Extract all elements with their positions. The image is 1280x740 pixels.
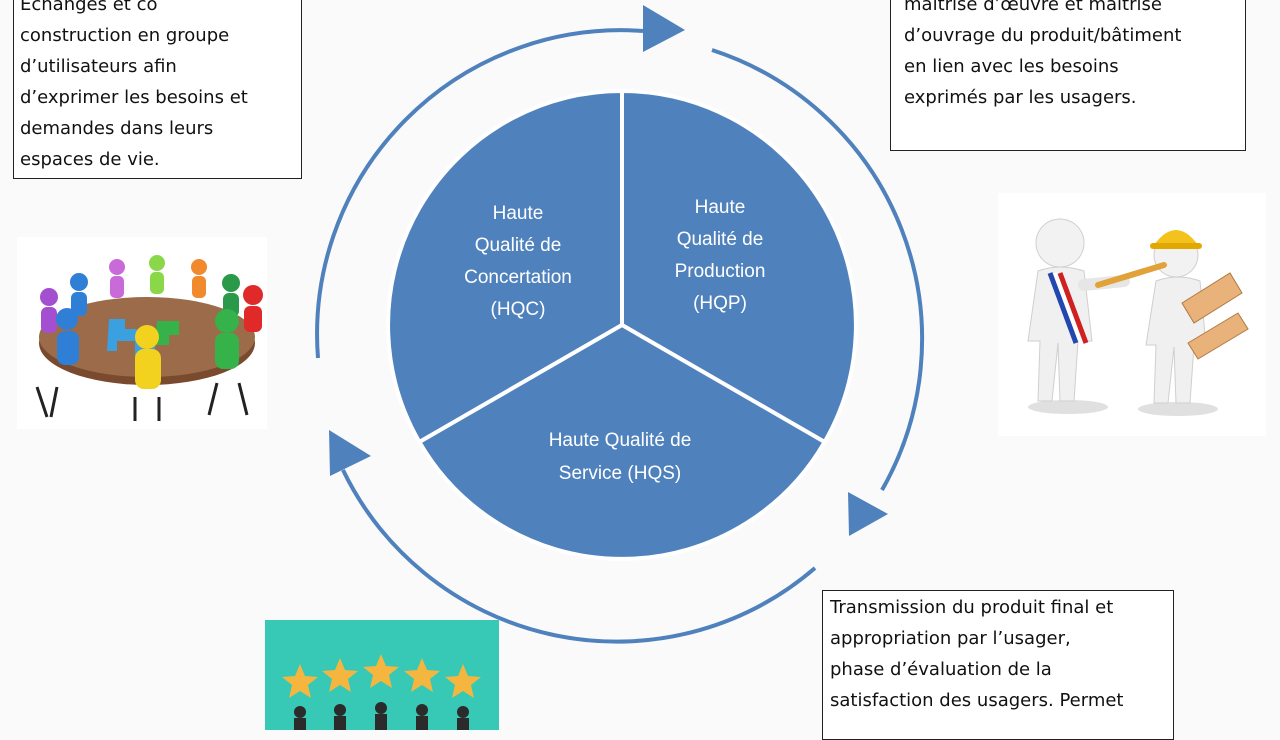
architect-handshake-illustration: [998, 193, 1266, 436]
sector-hqc: [386, 88, 624, 445]
sector-hqs: [416, 322, 828, 561]
meeting-table-icon: [35, 255, 263, 421]
cycle-diagram: Haute Qualité de Concertation (HQC) Haut…: [315, 5, 925, 644]
note-production-line: d’ouvrage du produit/bâtiment: [904, 25, 1182, 46]
cycle-arrows: [315, 28, 925, 644]
star-icon: [363, 654, 399, 688]
note-concertation-line: construction en groupe: [20, 25, 230, 46]
note-concertation: Echanges et co construction en groupe d’…: [13, 0, 302, 179]
note-service-line: appropriation par l’usager,: [830, 628, 1071, 649]
note-production-line: exprimés par les usagers.: [904, 87, 1137, 108]
sector-hqp-line-3: Production: [675, 261, 766, 282]
sector-hqp-line-1: Haute: [695, 197, 746, 218]
sector-hqc-line-3: Concertation: [464, 267, 572, 288]
arrowhead-top-icon: [643, 5, 685, 52]
sector-hqs-line-1: Haute Qualité de: [549, 430, 692, 451]
note-concertation-line: espaces de vie.: [20, 149, 160, 170]
star-icon: [322, 658, 358, 692]
note-concertation-line: Echanges et co: [20, 0, 158, 15]
sector-hqs-line-2: Service (HQS): [559, 463, 681, 484]
center-pie: [386, 88, 858, 561]
note-production-line: en lien avec les besoins: [904, 56, 1119, 77]
note-production: maîtrise d’œuvre et maîtrise d’ouvrage d…: [890, 0, 1246, 151]
sector-hqp-line-4: (HQP): [693, 293, 747, 314]
meeting-table-illustration: [17, 237, 267, 429]
note-concertation-line: d’exprimer les besoins et: [20, 87, 248, 108]
star-icon: [445, 664, 481, 698]
note-service: Transmission du produit final et appropr…: [822, 590, 1174, 740]
cycle-arc-right: [711, 48, 925, 491]
note-production-line: maîtrise d’œuvre et maîtrise: [904, 0, 1162, 15]
star-icon: [282, 664, 318, 698]
sector-hqc-line-2: Qualité de: [475, 235, 562, 256]
cycle-arc-bottom: [341, 469, 817, 644]
star-icon: [404, 658, 440, 692]
sector-hqc-line-4: (HQC): [491, 299, 546, 320]
note-service-line: satisfaction des usagers. Permet: [830, 690, 1124, 711]
arrowhead-left-icon: [329, 430, 371, 476]
arrowhead-right-icon: [848, 492, 888, 536]
cycle-arc-top: [315, 28, 644, 359]
handshake-figures-icon: [1027, 218, 1249, 416]
note-concertation-line: demandes dans leurs: [20, 118, 214, 139]
rating-stars-illustration: [265, 620, 499, 732]
note-service-line: Transmission du produit final et: [830, 597, 1114, 618]
sector-hqp: [620, 88, 858, 445]
note-service-line: phase d’évaluation de la: [830, 659, 1052, 680]
cycle-arrowheads: [329, 5, 888, 536]
sector-hqc-line-1: Haute: [493, 203, 544, 224]
sector-hqp-line-2: Qualité de: [677, 229, 764, 250]
note-concertation-line: d’utilisateurs afin: [20, 56, 177, 77]
five-stars-icon: [282, 654, 481, 732]
